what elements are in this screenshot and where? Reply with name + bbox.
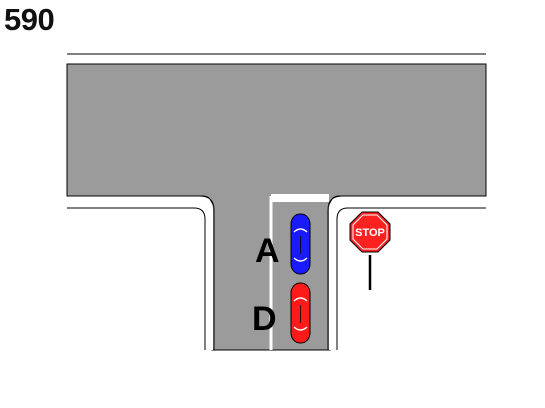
left-corner-sidewalk: [67, 197, 213, 350]
right-corner-curb-outer: [327, 195, 486, 350]
car-a: [290, 213, 311, 275]
right-corner-curb-inner: [336, 207, 486, 350]
stop-line: [271, 194, 329, 202]
left-corner-curb-outer: [67, 195, 215, 350]
car-d-rear-window: [293, 326, 308, 331]
car-d-label: D: [252, 300, 277, 338]
stop-sign: STOP: [349, 211, 391, 290]
car-a-label: A: [255, 232, 280, 270]
left-corner-curb-inner: [67, 207, 206, 350]
car-a-rear-window: [293, 257, 308, 262]
stop-sign-text: STOP: [355, 227, 385, 239]
stop-sign-octagon-inner: [352, 214, 388, 250]
stop-sign-octagon-border: [349, 211, 391, 253]
question-number: 590: [4, 2, 55, 37]
car-a-windshield: [293, 228, 308, 233]
car-d-windshield: [293, 297, 308, 302]
right-corner-sidewalk: [329, 197, 486, 350]
car-d: [290, 282, 311, 344]
